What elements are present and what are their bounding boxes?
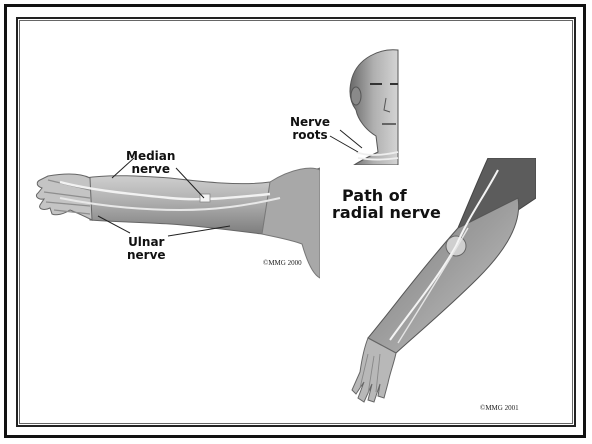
ulnar-line-2: nerve (127, 249, 166, 262)
ulnar-line-1: Ulnar (127, 236, 166, 249)
path-radial-nerve-label: Path of radial nerve (332, 188, 441, 222)
roots-line-2: roots (290, 129, 330, 142)
median-line-2: nerve (126, 163, 175, 176)
head-nerve-roots-illustration (300, 40, 400, 165)
copyright-radial: ©MMG 2001 (480, 404, 519, 412)
copyright-arm: ©MMG 2000 (263, 259, 302, 267)
roots-line-1: Nerve (290, 116, 330, 129)
ulnar-nerve-label: Ulnar nerve (127, 236, 166, 261)
nerve-roots-label: Nerve roots (290, 116, 330, 141)
radial-line-2: radial nerve (332, 205, 441, 222)
median-line-1: Median (126, 150, 175, 163)
median-nerve-label: Median nerve (126, 150, 175, 175)
